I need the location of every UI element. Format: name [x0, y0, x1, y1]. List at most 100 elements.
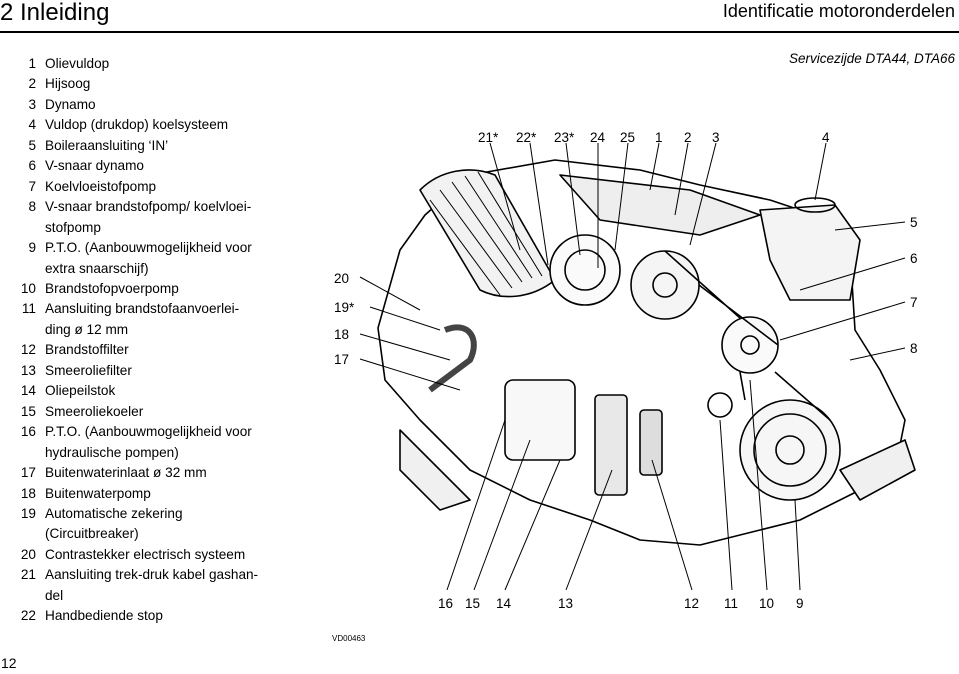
- part-item: 5 Boileraansluiting ‘IN’: [0, 136, 310, 156]
- oil-filter: [594, 394, 628, 496]
- part-label: Koelvloeistofpomp: [45, 178, 157, 194]
- part-item: 18 Buitenwaterpomp: [0, 484, 310, 504]
- part-label: Dynamo: [45, 96, 96, 112]
- page-number: 12: [1, 655, 17, 671]
- part-label: V-snaar brandstofpomp/ koelvloei- stofpo…: [45, 199, 252, 235]
- chapter-title: 2 Inleiding: [0, 0, 110, 26]
- engine-block-outline: [377, 159, 906, 546]
- callout-7: 7: [910, 295, 918, 310]
- part-number: 18: [20, 485, 36, 501]
- part-item: 22 Handbediende stop: [0, 606, 310, 626]
- part-item: 21 Aansluiting trek-druk kabel gashan- de…: [0, 565, 310, 606]
- callout-2: 2: [684, 130, 692, 145]
- part-item: 12 Brandstoffilter: [0, 340, 310, 360]
- part-label: Smeeroliefilter: [45, 362, 132, 378]
- part-number: 1: [28, 56, 36, 71]
- section-title: Identificatie motoronderdelen: [722, 1, 955, 21]
- part-label: V-snaar dynamo: [45, 158, 144, 174]
- part-number: 6: [28, 158, 36, 174]
- callout-12: 12: [684, 596, 699, 611]
- callout-13: 13: [558, 596, 573, 611]
- callout-17: 17: [334, 352, 349, 367]
- part-item: 8 V-snaar brandstofpomp/ koelvloei- stofp…: [0, 197, 310, 238]
- part-number: 21: [20, 567, 36, 583]
- part-label: Olievuldop: [45, 56, 110, 71]
- part-label: Brandstoffilter: [45, 342, 129, 358]
- callouts-left: 20 19* 18 17: [334, 271, 355, 367]
- part-item: 13 Smeeroliefilter: [0, 361, 310, 381]
- callout-5: 5: [910, 215, 918, 230]
- part-number: 12: [20, 342, 36, 358]
- part-number: 5: [28, 137, 36, 153]
- part-item: 19 Automatische zekering (Circuitbreaker): [0, 504, 310, 545]
- callout-1: 1: [655, 130, 663, 145]
- callout-10: 10: [759, 596, 774, 611]
- callout-21: 21*: [478, 130, 499, 145]
- part-label: Buitenwaterinlaat ø 32 mm: [45, 465, 207, 481]
- part-number: 16: [20, 424, 36, 440]
- callout-9: 9: [796, 596, 804, 611]
- part-number: 19: [20, 505, 36, 521]
- part-label: Buitenwaterpomp: [45, 485, 151, 501]
- part-label: Handbediende stop: [45, 608, 163, 624]
- part-label: Aansluiting brandstofaanvoerlei- ding ø …: [45, 301, 240, 337]
- part-item: 9 P.T.O. (Aanbouwmogelijkheid voor extra …: [0, 238, 310, 279]
- figure-code: VD00463: [332, 634, 366, 643]
- header-rule: [0, 31, 959, 33]
- part-label: P.T.O. (Aanbouwmogelijkheid voor extra s…: [45, 240, 252, 276]
- callout-25: 25: [620, 130, 635, 145]
- part-number: 4: [28, 117, 36, 133]
- part-number: 15: [20, 403, 36, 419]
- valve-cover: [559, 174, 761, 236]
- oil-cooler: [504, 379, 576, 461]
- part-label: Automatische zekering (Circuitbreaker): [45, 505, 183, 542]
- engine-illustration: 21* 22* 23* 24 25 1 2 3 4 5 6 7 8 20 19*…: [334, 130, 918, 611]
- part-label: Aansluiting trek-druk kabel gashan- del: [45, 567, 259, 603]
- part-number: 11: [21, 301, 36, 317]
- callouts-right: 5 6 7 8: [910, 215, 918, 356]
- part-item: 14 Oliepeilstok: [0, 381, 310, 401]
- part-label: Brandstofopvoerpomp: [45, 280, 179, 296]
- part-label: Oliepeilstok: [45, 383, 116, 399]
- part-number: 20: [20, 546, 36, 562]
- caption-models: DTA44, DTA66: [865, 51, 955, 66]
- part-label: Contrastekker electrisch systeem: [45, 546, 246, 562]
- part-number: 10: [20, 280, 36, 296]
- part-number: 22: [20, 608, 36, 624]
- callout-11: 11: [724, 596, 738, 611]
- coolant-pump-pulley: [721, 316, 779, 374]
- part-item: 2 Hijsoog: [0, 74, 310, 94]
- callout-14: 14: [496, 596, 512, 611]
- part-number: 14: [20, 383, 36, 399]
- expansion-tank: [759, 204, 861, 301]
- callout-22: 22*: [516, 130, 537, 145]
- part-number: 13: [20, 362, 36, 378]
- part-item: 7 Koelvloeistofpomp: [0, 177, 310, 197]
- part-label: Smeeroliekoeler: [45, 403, 144, 419]
- turbo-housing: [549, 234, 621, 306]
- fuel-filter: [639, 409, 663, 476]
- callout-23: 23*: [554, 130, 575, 145]
- part-item: 1 Olievuldop: [0, 54, 310, 74]
- part-item: 10 Brandstofopvoerpomp: [0, 279, 310, 299]
- part-number: 8: [28, 199, 36, 215]
- engine-mount-left: [399, 429, 471, 511]
- caption-prefix: Servicezijde: [788, 51, 866, 66]
- part-label: Boileraansluiting ‘IN’: [45, 137, 169, 153]
- callout-18: 18: [334, 327, 349, 342]
- part-number: 9: [28, 240, 36, 256]
- callouts-bottom: 16 15 14 13 12 11 10 9: [438, 596, 804, 611]
- callout-6: 6: [910, 251, 918, 266]
- part-number: 2: [28, 76, 36, 92]
- part-label: Hijsoog: [45, 76, 91, 92]
- figure-caption: Servicezijde DTA44, DTA66: [789, 51, 955, 66]
- part-number: 7: [28, 178, 36, 194]
- engine-mount-right: [839, 439, 916, 501]
- sea-water-pipe: [428, 324, 477, 393]
- callouts-top: 21* 22* 23* 24 25 1 2 3 4: [478, 130, 830, 145]
- v-belt: [664, 250, 831, 421]
